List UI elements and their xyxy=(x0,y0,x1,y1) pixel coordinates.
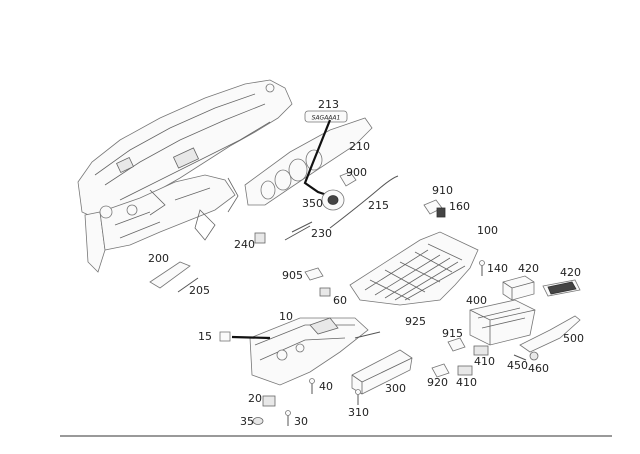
callout-215: 215 xyxy=(368,199,389,212)
cluster-label-213: SAGAAA1 xyxy=(304,110,348,123)
callout-900: 900 xyxy=(346,166,367,179)
callout-200: 200 xyxy=(148,252,169,265)
callout-100: 100 xyxy=(477,224,498,237)
connector-920 xyxy=(431,363,450,378)
cable-15 xyxy=(231,335,271,340)
screw-450 xyxy=(513,354,527,361)
callout-905: 905 xyxy=(282,269,303,282)
callout-400: 400 xyxy=(466,294,487,307)
callout-205: 205 xyxy=(189,284,210,297)
connector-900 xyxy=(339,171,357,187)
callout-30: 30 xyxy=(294,415,308,428)
callout-910: 910 xyxy=(432,184,453,197)
callout-920: 920 xyxy=(427,376,448,389)
cluster-trim-210 xyxy=(244,117,373,206)
sensor-910 xyxy=(423,199,446,218)
rod-230b xyxy=(291,221,313,233)
strip-205 xyxy=(177,277,199,293)
callout-410-b: 410 xyxy=(456,376,477,389)
callout-35: 35 xyxy=(240,415,254,428)
callout-300: 300 xyxy=(385,382,406,395)
bracket-20 xyxy=(262,395,276,407)
trim-strip-500 xyxy=(519,315,581,353)
dashboard-panel xyxy=(77,79,293,273)
callout-labels: 213 210 900 350 215 910 160 240 230 100 … xyxy=(148,98,584,428)
callout-925: 925 xyxy=(405,315,426,328)
switch-240 xyxy=(254,232,266,244)
bracket-400 xyxy=(469,299,536,346)
callout-420-a: 420 xyxy=(518,262,539,275)
rod-230 xyxy=(284,225,311,241)
cable-10-right xyxy=(354,331,381,339)
callout-213: 213 xyxy=(318,98,339,111)
panel-100 xyxy=(349,231,479,306)
cover-200 xyxy=(149,261,191,289)
callout-915: 915 xyxy=(442,327,463,340)
callout-60: 60 xyxy=(333,294,347,307)
center-console-10 xyxy=(249,317,369,386)
control-unit-300 xyxy=(351,349,413,395)
callout-10: 10 xyxy=(279,310,293,323)
callout-240: 240 xyxy=(234,238,255,251)
connector-915 xyxy=(447,337,466,352)
callout-410-a: 410 xyxy=(474,355,495,368)
callout-460: 460 xyxy=(528,362,549,375)
switch-410b xyxy=(457,365,473,376)
callout-350: 350 xyxy=(302,197,323,210)
callout-15: 15 xyxy=(198,330,212,343)
cluster-label-text: SAGAAA1 xyxy=(312,115,341,122)
wiring-harness xyxy=(303,119,332,198)
callout-230: 230 xyxy=(311,227,332,240)
callout-20: 20 xyxy=(248,392,262,405)
module-420-card xyxy=(542,279,581,297)
cable-215 xyxy=(329,175,399,229)
module-420-box xyxy=(502,275,535,301)
clip-905 xyxy=(304,267,324,281)
switch-410a xyxy=(473,345,489,356)
knob-460 xyxy=(529,351,539,361)
clip-60 xyxy=(319,287,331,297)
callout-40: 40 xyxy=(319,380,333,393)
callout-500: 500 xyxy=(563,332,584,345)
speaker-350 xyxy=(321,189,345,211)
callout-420-b: 420 xyxy=(560,266,581,279)
callout-210: 210 xyxy=(349,140,370,153)
callout-140: 140 xyxy=(487,262,508,275)
callout-160: 160 xyxy=(449,200,470,213)
nut-35 xyxy=(252,417,264,425)
callout-450: 450 xyxy=(507,359,528,372)
callout-310: 310 xyxy=(348,406,369,419)
plug-15 xyxy=(219,331,231,342)
